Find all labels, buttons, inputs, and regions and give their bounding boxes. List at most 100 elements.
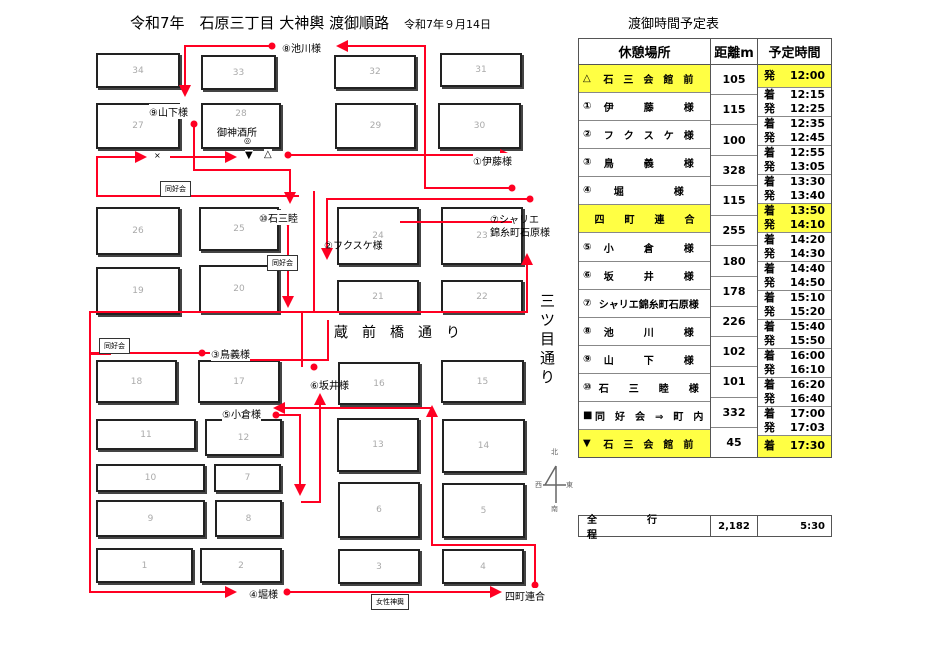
time-value: 15:40 (789, 319, 825, 333)
stop-yonmachi: 四町連合 (505, 588, 545, 603)
time-value: 14:50 (789, 275, 825, 289)
distance-cell: 105 (711, 65, 757, 96)
x-mark: × (154, 151, 161, 160)
block-24: 24 (337, 207, 419, 265)
place-mark: ⑦ (583, 297, 592, 309)
block-33: 33 (201, 55, 276, 90)
place-mark: ① (583, 101, 592, 113)
place-mark: ⑧ (583, 325, 592, 337)
distance-cell: 328 (711, 156, 757, 186)
arrive-depart-label: 発 (764, 246, 775, 260)
time-value: 17:30 (789, 439, 825, 453)
block-26: 26 (96, 207, 180, 255)
arrive-depart-label: 着 (764, 377, 775, 391)
place-name: 堀 様 (613, 187, 684, 199)
compass-east: 東 (566, 480, 573, 490)
distance-cell: 100 (711, 125, 757, 156)
stop-sharie-2: 錦糸町石原様 (490, 228, 550, 239)
time-value: 12:00 (789, 68, 825, 82)
total-row: 全 行 程 2,182 5:30 (578, 515, 832, 541)
distance-cell: 180 (711, 246, 757, 277)
place-name: 池 川 様 (603, 327, 694, 339)
block-14: 14 (442, 419, 525, 473)
place-name: シャリエ錦糸町石原様 (598, 299, 699, 311)
block-2: 2 (200, 548, 282, 583)
time-value: 12:15 (789, 87, 825, 101)
block-17: 17 (198, 360, 280, 403)
stop-sharie: ⑦シャリエ (490, 215, 539, 226)
place-name: 坂 井 様 (603, 271, 694, 283)
shrine-station: 御神酒所 (217, 128, 257, 139)
place-row: ④ 堀 様 (579, 177, 710, 206)
total-label: 全 行 程 (579, 515, 711, 541)
distance-cell: 115 (711, 186, 757, 217)
place-name: 石 三 会 館 前 (603, 75, 694, 87)
time-value: 12:55 (789, 145, 825, 159)
distance-cell: 255 (711, 216, 757, 247)
arrive-depart-label: 発 (764, 362, 775, 376)
header-distance: 距離m (711, 39, 758, 64)
compass-north: 北 (551, 447, 558, 457)
distance-cell: 226 (711, 307, 757, 338)
time-value: 12:25 (789, 101, 825, 115)
place-name: 四 町 連 合 (594, 215, 695, 227)
arrive-depart-label: 発 (764, 304, 775, 318)
arrive-depart-label: 発 (764, 130, 775, 144)
arrive-depart-label: 発 (764, 275, 775, 289)
time-value: 15:20 (789, 304, 825, 318)
block-29: 29 (335, 103, 416, 149)
place-row: ⑩ 石 三 睦 様 (579, 374, 710, 402)
street-kuramaebashi: 蔵 前 橋 通 り (334, 325, 460, 341)
distance-cell: 115 (711, 95, 757, 126)
block-9: 9 (96, 500, 205, 537)
block-28: 28 (201, 103, 281, 149)
place-name: フ ク ス ケ 様 (603, 131, 694, 143)
schedule-title: 渡御時間予定表 (628, 17, 720, 32)
place-mark: ④ (583, 185, 592, 197)
block-1: 1 (96, 548, 193, 583)
place-name: 小 倉 様 (603, 243, 694, 255)
arrive-depart-label: 着 (764, 290, 775, 304)
place-row: ■同 好 会 ⇒ 町 内 (579, 402, 710, 431)
arrive-depart-label: 着 (764, 439, 775, 453)
compass-south: 南 (551, 504, 558, 514)
place-mark: ⑨ (583, 353, 592, 365)
distance-cell: 45 (726, 435, 742, 449)
block-13: 13 (337, 418, 419, 472)
distance-cell: 102 (711, 337, 757, 368)
tag-dokokai: 同好会 (160, 181, 191, 197)
place-name: 山 下 様 (603, 355, 694, 367)
end-mark: ▼ (245, 150, 253, 161)
block-21: 21 (337, 280, 419, 313)
block-22: 22 (441, 280, 523, 313)
block-3: 3 (338, 549, 420, 584)
place-row: ▼石 三 会 館 前 (579, 430, 710, 458)
block-6: 6 (338, 482, 420, 538)
time-value: 16:00 (789, 348, 825, 362)
block-18: 18 (96, 360, 177, 403)
block-16: 16 (338, 362, 420, 405)
street-mitsume: 三ツ目通り (540, 292, 556, 387)
stop-yamashita: ⑨山下様 (149, 104, 188, 119)
time-value: 14:10 (789, 217, 825, 231)
time-value: 14:40 (789, 261, 825, 275)
block-8: 8 (215, 500, 282, 537)
place-name: 石 三 睦 様 (598, 383, 699, 395)
arrive-depart-label: 着 (764, 348, 775, 362)
place-row: 四 町 連 合 (579, 205, 710, 234)
time-value: 16:20 (789, 377, 825, 391)
page-title: 令和7年 石原三丁目 大神輿 渡御順路 (130, 14, 390, 32)
time-value: 13:50 (789, 203, 825, 217)
block-27: 27 (96, 103, 180, 149)
place-mark: ② (583, 129, 592, 141)
place-mark: ⑩ (583, 381, 592, 393)
